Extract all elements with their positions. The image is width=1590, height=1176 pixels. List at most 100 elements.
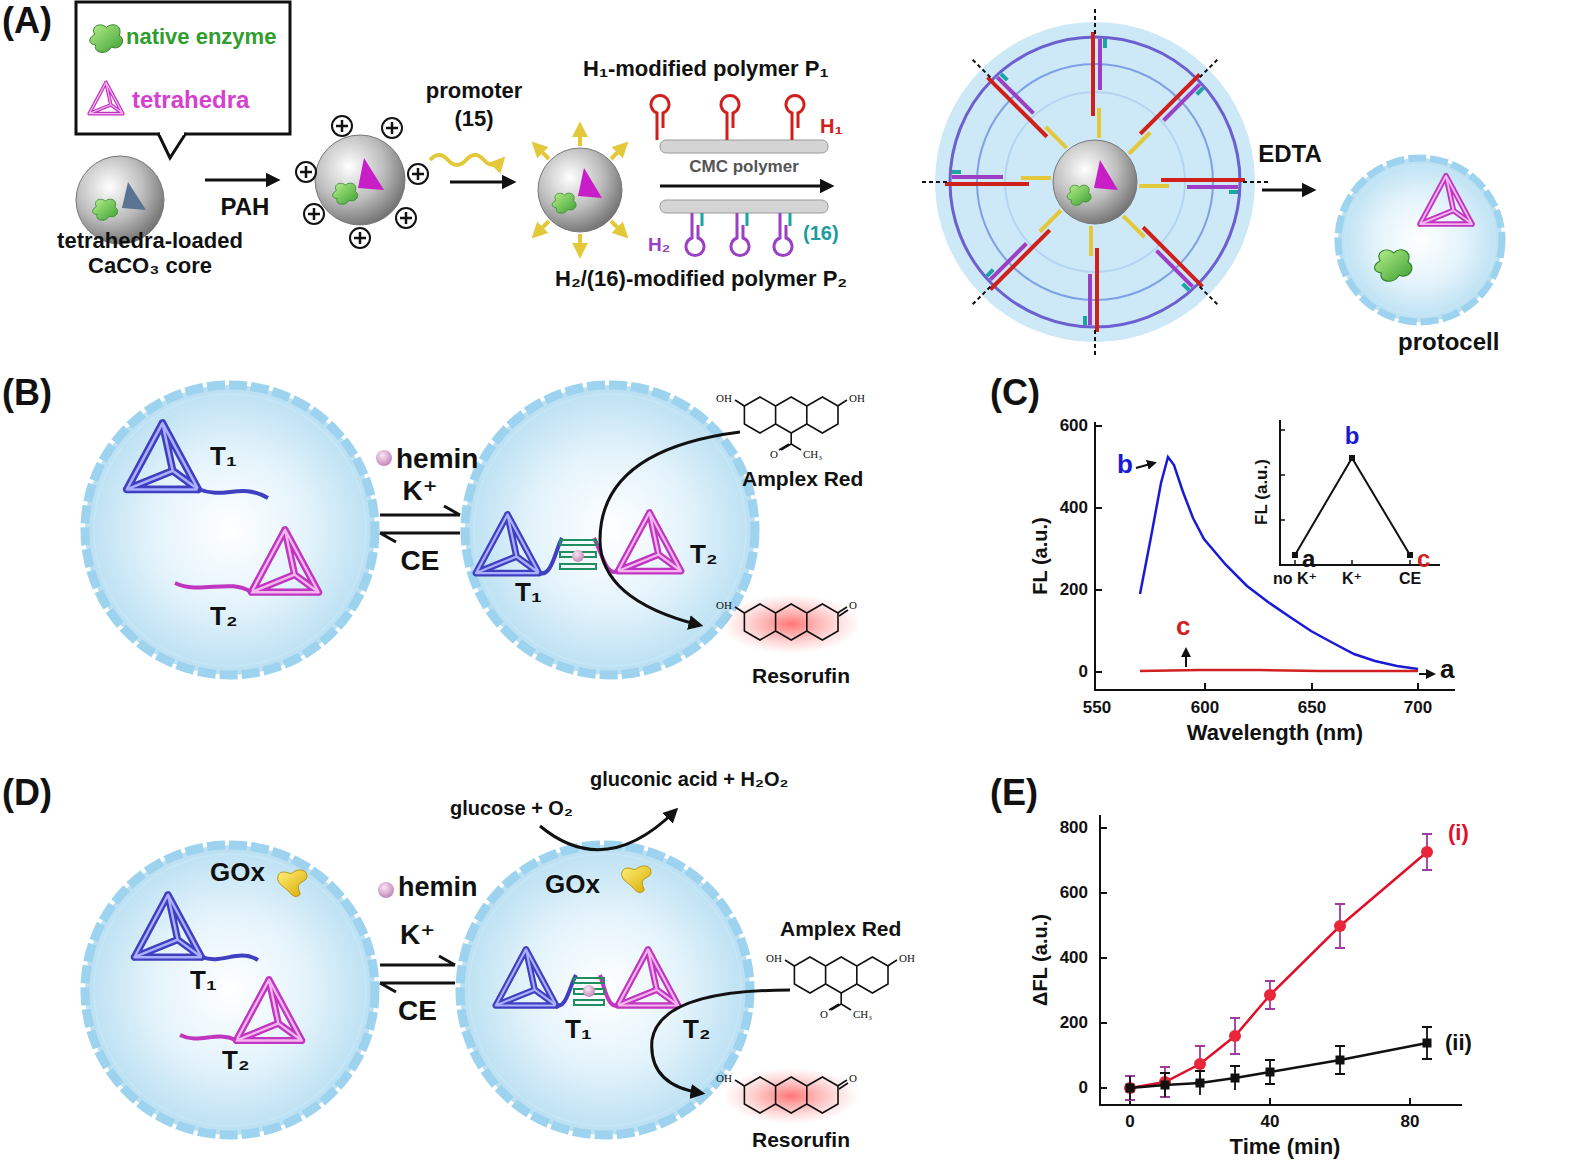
process-arrows-part <box>660 185 830 188</box>
panel-c-chart-part <box>1136 463 1154 468</box>
label: (E) <box>990 772 1038 813</box>
label: 550 <box>1083 698 1111 718</box>
promoter-strand-part <box>430 155 502 165</box>
legend-box <box>76 2 290 158</box>
legend-box-part <box>90 25 123 53</box>
panel-c-chart-part <box>1419 673 1433 675</box>
label: (B) <box>2 372 52 413</box>
label: EDTA <box>1258 140 1322 168</box>
process-arrows-part <box>450 181 512 184</box>
node-outline-part <box>469 854 741 1126</box>
label: (D) <box>2 772 52 813</box>
label: H₁-modified polymer P₁ <box>583 56 829 81</box>
protocell: protocell <box>1330 150 1530 362</box>
label: PAH <box>221 193 270 221</box>
node-outline-part <box>460 845 750 1135</box>
node-outline-part <box>85 385 375 675</box>
node-label: protocell <box>1398 328 1499 356</box>
edge-label: CE <box>398 995 437 1027</box>
node-label: T₂ <box>690 540 717 570</box>
panel-e-chart-part <box>1130 1027 1432 1100</box>
label: (ii) <box>1445 1030 1472 1055</box>
label: (C) <box>990 372 1040 413</box>
panel-e-chart-part <box>1100 815 1462 1105</box>
node-outline-part <box>465 385 755 675</box>
panel-e-chart-part <box>1100 828 1410 1105</box>
label: 0 <box>1079 1078 1088 1098</box>
label: OH <box>899 952 915 965</box>
process-arrows-part <box>1262 189 1312 192</box>
label: 40 <box>1261 1112 1280 1132</box>
label: promoter <box>426 78 523 103</box>
assembled-particle-part <box>1119 212 1219 312</box>
label: 400 <box>1060 948 1088 968</box>
node-label: T₂ <box>683 1015 710 1045</box>
promoter-sphere-part-part <box>535 145 549 159</box>
label: Amplex Red <box>742 467 863 491</box>
panel-c-chart-part <box>1280 420 1440 565</box>
label: 700 <box>1404 698 1432 718</box>
promoter-strand <box>430 155 502 165</box>
panel-d-art-part <box>785 960 897 1010</box>
assembled-particle-part <box>921 172 1051 184</box>
polymer <box>651 96 828 256</box>
node-label: T₁ <box>565 1015 592 1045</box>
label: a <box>1302 545 1315 573</box>
polymer-part <box>651 96 804 140</box>
panel-d-art-part <box>794 957 888 993</box>
node-label: tetrahedra-loaded CaCO₃ core <box>35 228 265 279</box>
panel-b-art-part <box>572 550 584 562</box>
label: Resorufin <box>752 664 850 688</box>
promoter-sphere-part-part <box>611 145 625 159</box>
reaction-arrow <box>380 983 455 992</box>
panel-b-art-part <box>721 594 861 654</box>
label: O <box>849 1072 857 1085</box>
label: CH₃ <box>803 448 822 461</box>
panel-e-chart-part <box>1125 834 1432 1100</box>
node-label: T₁ <box>210 442 237 472</box>
panel-b-art-part <box>376 450 392 466</box>
polymer-part <box>702 213 790 226</box>
label: Resorufin <box>752 1128 850 1152</box>
label: OH <box>716 1072 732 1085</box>
edge-label: K⁺ <box>403 475 438 507</box>
label: OH <box>849 392 865 405</box>
label: a <box>1440 655 1454 685</box>
assembled-particle-part <box>971 52 1071 152</box>
panel-b-art-part <box>735 607 848 616</box>
node-outline-part <box>1345 165 1495 315</box>
label: O <box>849 599 857 612</box>
legend-label: tetrahedra <box>132 86 249 114</box>
charged-sphere-part <box>296 116 428 248</box>
promoter-sphere-part-part <box>578 126 582 146</box>
panel-e-chart-part-part <box>1161 1081 1170 1090</box>
promoter-sphere-part <box>538 148 622 232</box>
protocell: T₁T₂ <box>460 380 760 680</box>
assembled-particle-part <box>1085 226 1097 356</box>
label: 0 <box>1125 1112 1134 1132</box>
label: 600 <box>1191 698 1219 718</box>
node-label: T₂ <box>222 1046 249 1076</box>
promoter-sphere-part <box>578 168 602 198</box>
node-label: GOx <box>210 858 265 888</box>
node-label: GOx <box>545 870 600 900</box>
node-outline-part <box>465 385 755 675</box>
panel-e-chart-part-part <box>1334 920 1346 932</box>
charged-sphere-part <box>333 183 358 204</box>
label: gluconic acid + H₂O₂ <box>590 768 788 791</box>
assembled-particle-part <box>1094 160 1118 190</box>
label: Time (min) <box>1230 1134 1341 1159</box>
charged-sphere-part <box>315 135 405 225</box>
label: OH <box>716 392 732 405</box>
panel-e-chart-part-part <box>1264 989 1276 1001</box>
panel-c-chart-part <box>1140 670 1418 671</box>
reaction-arrow <box>380 956 455 965</box>
label: (A) <box>2 0 52 41</box>
core-sphere: tetrahedra-loaded CaCO₃ core <box>35 150 269 300</box>
panel-d-art-part <box>723 1068 859 1124</box>
label: 0 <box>1079 662 1088 682</box>
reaction-arrow <box>380 506 460 515</box>
label: H₂/(16)-modified polymer P₂ <box>555 266 847 291</box>
label: (16) <box>803 222 839 245</box>
